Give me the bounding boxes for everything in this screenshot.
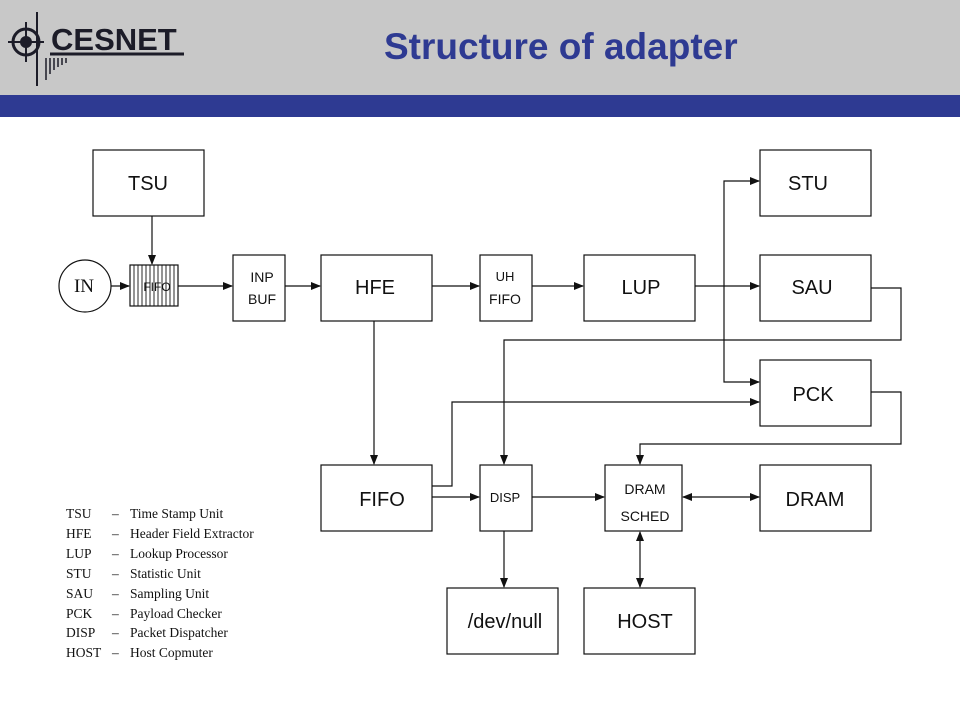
legend-row: HOST–Host Copmuter	[66, 643, 254, 663]
host-label: HOST	[617, 611, 673, 633]
arrow-fifo-pck	[432, 398, 760, 487]
legend-row: TSU –Time Stamp Unit	[66, 504, 254, 524]
arrow-lup-stu	[723, 177, 760, 286]
legend-text: Payload Checker	[130, 605, 222, 621]
stu-block	[759, 149, 872, 217]
pck-label: PCK	[792, 384, 834, 406]
fifo-label: FIFO	[359, 489, 405, 511]
legend-text: Time Stamp Unit	[130, 506, 224, 521]
pck-block	[759, 359, 872, 427]
legend-text: Lookup Processor	[130, 545, 228, 561]
dram-block	[759, 464, 872, 532]
legend-abbr: LUP	[66, 545, 92, 561]
dram-label: DRAM	[786, 489, 845, 511]
hfe-label: HFE	[355, 277, 395, 299]
arrow-sau-disp	[500, 287, 902, 465]
legend-text: Host Copmuter	[130, 645, 213, 661]
tsu-block	[92, 149, 205, 217]
legend-abbr: HFE	[66, 525, 92, 541]
legend-dash: –	[112, 605, 119, 621]
legend-abbr: STU	[66, 565, 92, 581]
legend-dash: –	[112, 525, 119, 541]
legend-dash: –	[112, 545, 119, 561]
stu-label: STU	[788, 173, 828, 195]
disp-label: DISP	[490, 490, 520, 505]
legend-row: HFE –Header Field Extractor	[66, 524, 254, 544]
dram-sched-label-2: SCHED	[620, 508, 669, 524]
buf-label: BUF	[248, 291, 276, 307]
header-accent-bar	[0, 95, 960, 117]
legend-row: SAU –Sampling Unit	[66, 584, 254, 604]
uh-fifo-block	[479, 254, 533, 322]
fifo-block	[320, 464, 433, 532]
lup-block	[583, 254, 696, 322]
legend-dash: –	[112, 506, 119, 521]
sau-label: SAU	[791, 277, 832, 299]
inp-buf-block	[232, 254, 286, 322]
legend: TSU–Time Stamp Unit HFE–Header Field Ext…	[66, 504, 254, 663]
logo-wordmark: CESNET	[51, 22, 177, 57]
legend-text: Header Field Extractor	[130, 525, 254, 541]
legend-text: Sampling Unit	[130, 585, 210, 601]
legend-dash: –	[112, 585, 119, 601]
arrow-lup-pck	[723, 286, 760, 386]
legend-row: PCK –Payload Checker	[66, 604, 254, 624]
legend-row: LUP –Lookup Processor	[66, 544, 254, 564]
arrow-pck-dramsched	[636, 391, 902, 465]
cesnet-logo: CESNET	[6, 8, 196, 88]
legend-abbr: DISP	[66, 625, 96, 641]
legend-row: STU –Statistic Unit	[66, 564, 254, 584]
dev-null-label: /dev/null	[468, 611, 543, 633]
uh-fifo-label: FIFO	[489, 291, 521, 307]
dram-sched-label-1: DRAM	[624, 481, 665, 497]
legend-abbr: HOST	[66, 645, 102, 661]
legend-dash: –	[112, 565, 119, 581]
legend-abbr: SAU	[66, 585, 94, 601]
host-block	[583, 587, 696, 655]
legend-abbr: PCK	[66, 605, 93, 621]
legend-text: Statistic Unit	[130, 565, 201, 581]
legend-abbr: TSU	[66, 506, 92, 521]
header	[0, 0, 960, 95]
input-fifo-label: FIFO	[143, 280, 170, 294]
in-label: IN	[74, 276, 94, 297]
legend-dash: –	[112, 625, 119, 641]
disp-block	[479, 464, 533, 532]
cesnet-emblem-icon	[8, 12, 184, 86]
hfe-block	[320, 254, 433, 322]
uh-label: UH	[496, 269, 515, 284]
slide-title: Structure of adapter	[384, 26, 738, 67]
lup-label: LUP	[622, 277, 661, 299]
tsu-label: TSU	[128, 173, 168, 195]
legend-row: DISP–Packet Dispatcher	[66, 623, 254, 643]
inp-label: INP	[250, 269, 273, 285]
legend-dash: –	[112, 645, 119, 661]
dev-null-block	[446, 587, 559, 655]
legend-text: Packet Dispatcher	[130, 625, 228, 641]
